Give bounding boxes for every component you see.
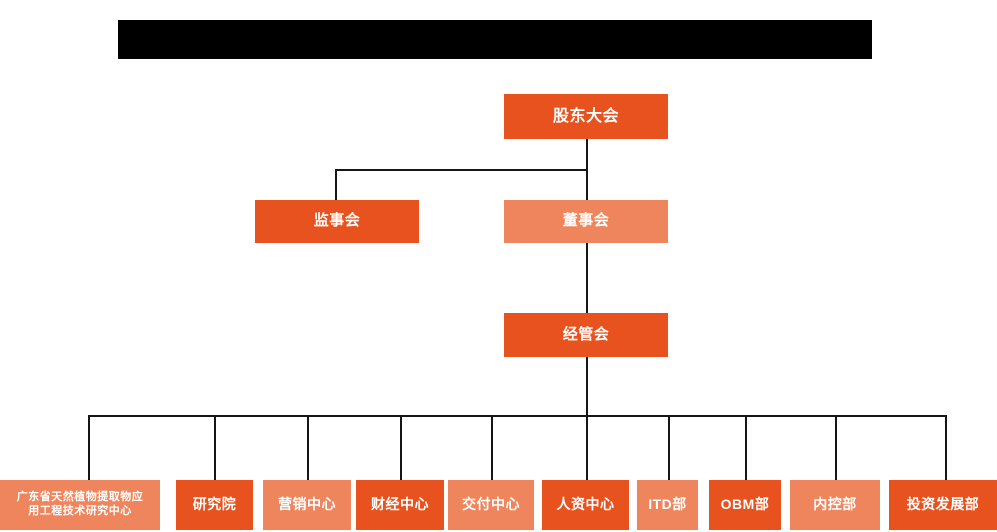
node-label: 股东大会 — [552, 107, 619, 125]
connector-to-supervisors — [335, 169, 337, 201]
node-label: ITD部 — [648, 496, 687, 513]
node-shareholders-meeting[interactable]: 股东大会 — [504, 94, 668, 139]
node-label: 内控部 — [813, 496, 857, 513]
node-hr-center[interactable]: 人资中心 — [542, 480, 629, 530]
connector-directors-to-management — [586, 243, 588, 313]
connector-to-internal-ctrl — [835, 415, 837, 480]
node-label: 营销中心 — [278, 496, 336, 513]
redacted-title-bar — [118, 20, 872, 59]
connector-bus-departments — [88, 415, 946, 417]
connector-shareholders-down — [586, 139, 588, 170]
node-label: 广东省天然植物提取物应 用工程技术研究中心 — [16, 491, 144, 517]
connector-to-institute — [214, 415, 216, 480]
node-institute[interactable]: 研究院 — [176, 480, 253, 530]
node-label: 交付中心 — [462, 496, 520, 513]
node-board-of-directors[interactable]: 董事会 — [504, 200, 668, 243]
connector-to-finance — [400, 415, 402, 480]
node-label: 人资中心 — [556, 496, 615, 513]
connector-to-obm — [745, 415, 747, 480]
node-finance-center[interactable]: 财经中心 — [356, 480, 444, 530]
node-label: 监事会 — [313, 212, 361, 230]
connector-to-investment — [945, 415, 947, 480]
connector-to-delivery — [491, 415, 493, 480]
node-internal-control-department[interactable]: 内控部 — [790, 480, 880, 530]
node-label: 董事会 — [562, 212, 610, 230]
connector-management-down — [586, 357, 588, 417]
connector-to-hr — [586, 415, 588, 480]
node-label: 投资发展部 — [906, 496, 980, 513]
node-label: 财经中心 — [371, 496, 429, 513]
node-management-committee[interactable]: 经管会 — [504, 313, 668, 357]
node-label: OBM部 — [720, 496, 770, 513]
connector-to-itd — [668, 415, 670, 480]
node-board-of-supervisors[interactable]: 监事会 — [255, 200, 419, 243]
node-itd-department[interactable]: ITD部 — [637, 480, 698, 530]
node-guangdong-research-center[interactable]: 广东省天然植物提取物应 用工程技术研究中心 — [0, 480, 160, 530]
node-marketing-center[interactable]: 营销中心 — [263, 480, 351, 530]
node-obm-department[interactable]: OBM部 — [709, 480, 781, 530]
connector-to-research-ctr — [88, 415, 90, 480]
node-investment-development-department[interactable]: 投资发展部 — [889, 480, 997, 530]
node-label: 经管会 — [562, 325, 610, 343]
connector-to-marketing — [307, 415, 309, 480]
node-delivery-center[interactable]: 交付中心 — [448, 480, 534, 530]
connector-to-directors — [586, 169, 588, 201]
node-label: 研究院 — [192, 496, 237, 513]
connector-bus-level2 — [335, 169, 588, 171]
